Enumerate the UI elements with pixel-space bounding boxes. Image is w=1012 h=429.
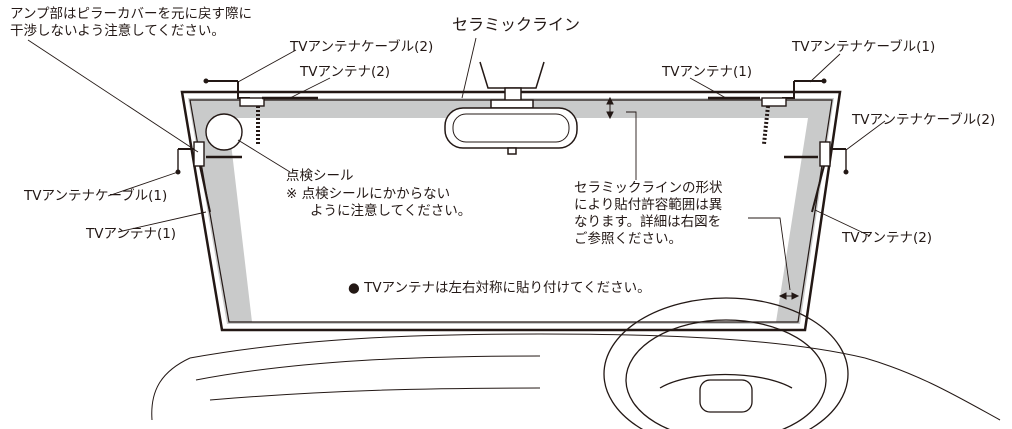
amp-note-line-2: 干渉しないよう注意してください。 (10, 23, 225, 39)
dashboard (151, 333, 1001, 421)
windshield-frame (180, 90, 842, 332)
inspection-sticker (205, 113, 243, 151)
inspection-note-line-1: ※ 点検シールにかからない (286, 186, 451, 202)
ceramic-range-note-line-3: なります。詳細は右図を (574, 214, 722, 230)
label-antenna-1-top: TVアンテナ(1) (662, 64, 753, 80)
ceramic-range-note: セラミックラインの形状 により貼付許容範囲は異 なります。詳細は右図を ご参照く… (574, 180, 723, 248)
ceramic-range-note-line-1: セラミックラインの形状 (574, 180, 723, 196)
rearview-mirror (444, 61, 578, 155)
glass-inner-edge (189, 99, 833, 323)
amp-note: アンプ部はピラーカバーを元に戻す際に 干渉しないよう注意してください。 (10, 6, 252, 40)
label-antenna-1-left: TVアンテナ(1) (86, 226, 177, 242)
label-cable-1-top-right: TVアンテナケーブル(1) (792, 39, 936, 55)
ceramic-range-note-line-2: により貼付許容範囲は異 (574, 197, 723, 213)
label-cable-2-top: TVアンテナケーブル(2) (290, 39, 434, 55)
label-antenna-2-right: TVアンテナ(2) (842, 230, 933, 246)
left-antenna-parts (175, 78, 318, 213)
dimension-arrows (606, 96, 800, 300)
amp-note-line-1: アンプ部はピラーカバーを元に戻す際に (10, 6, 253, 22)
label-cable-1-left: TVアンテナケーブル(1) (24, 188, 168, 204)
label-antenna-2-top: TVアンテナ(2) (300, 64, 391, 80)
label-ceramic-line: セラミックライン (452, 15, 581, 34)
label-cable-2-right: TVアンテナケーブル(2) (852, 112, 996, 128)
right-antenna-parts (708, 78, 849, 213)
label-inspection-sticker: 点検シール (286, 168, 354, 184)
inspection-note: ※ 点検シールにかからない ように注意してください。 (286, 186, 471, 220)
leader-lines (27, 37, 886, 291)
ceramic-range-note-line-4: ご参照ください。 (574, 231, 682, 247)
symmetry-note: ● TVアンテナは左右対称に貼り付けてください。 (348, 280, 651, 296)
inspection-note-line-2: ように注意してください。 (310, 203, 472, 219)
steering-wheel (603, 297, 849, 429)
